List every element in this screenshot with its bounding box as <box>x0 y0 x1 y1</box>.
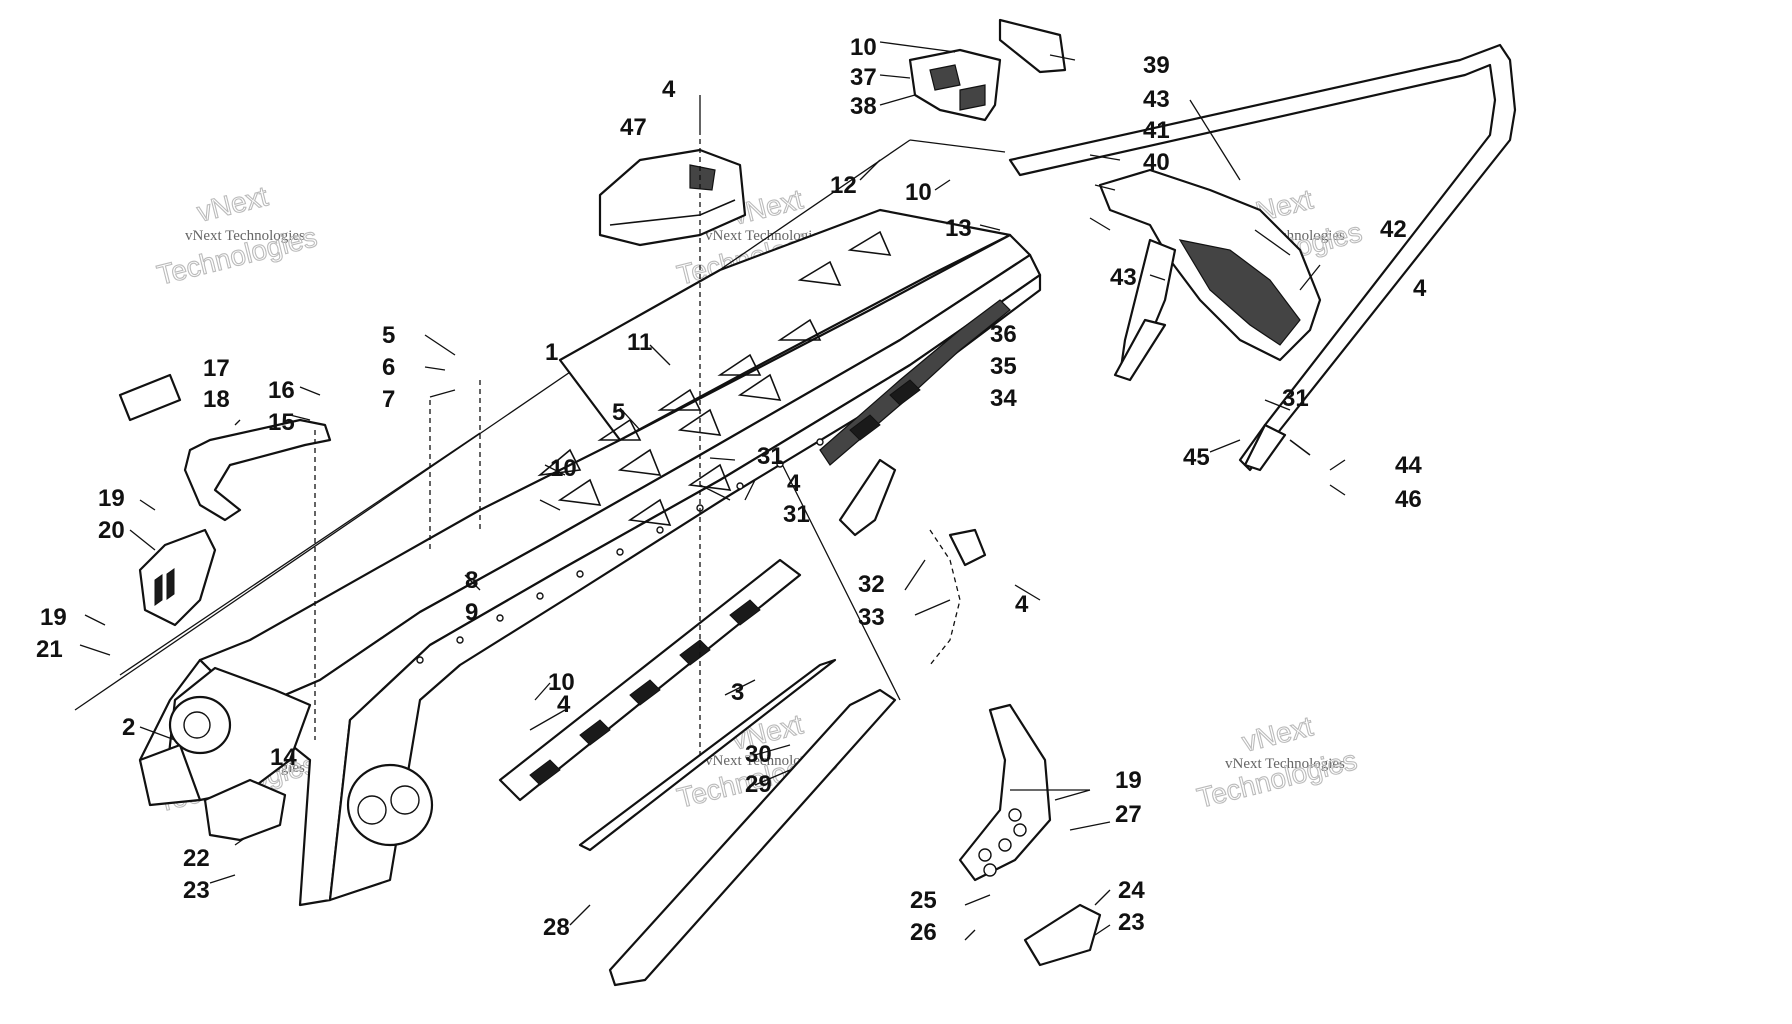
grab-handles <box>203 778 1102 967</box>
callout-9: 9 <box>465 599 478 626</box>
svg-text:vNext: vNext <box>194 180 271 227</box>
callout-labels: 1 2 3 4 4 4 4 4 4 5 5 6 7 8 9 10 10 10 1… <box>36 34 1427 946</box>
callout-31c: 31 <box>1282 385 1309 412</box>
callout-27: 27 <box>1115 801 1142 828</box>
callout-18: 18 <box>203 386 230 413</box>
callout-14: 14 <box>270 744 297 771</box>
callout-10d: 10 <box>548 669 575 696</box>
callout-46: 46 <box>1395 486 1422 513</box>
callout-11: 11 <box>627 329 652 356</box>
callout-23a: 23 <box>183 877 210 904</box>
callout-15: 15 <box>268 409 295 436</box>
watermark-bottom-right: vNext vNext Technologies Technologies <box>1193 710 1360 815</box>
callout-25: 25 <box>910 887 937 914</box>
tunnel-assembly <box>138 208 1042 907</box>
footrest-bracket <box>118 373 332 627</box>
callout-5a: 5 <box>382 322 395 349</box>
callout-31b: 31 <box>783 501 810 528</box>
callout-42: 42 <box>1380 216 1407 243</box>
callout-39: 39 <box>1143 52 1170 79</box>
lower-shield <box>958 703 1052 882</box>
callout-34: 34 <box>990 385 1017 412</box>
rear-bracket <box>908 18 1067 122</box>
callout-21: 21 <box>36 636 63 663</box>
callout-24: 24 <box>1118 877 1145 904</box>
callout-36: 36 <box>990 321 1017 348</box>
svg-text:vNext: vNext <box>1239 710 1316 757</box>
callout-41: 41 <box>1143 117 1170 144</box>
callout-43b: 43 <box>1110 264 1137 291</box>
callout-8: 8 <box>465 567 478 594</box>
callout-33: 33 <box>858 604 885 631</box>
callout-19a: 19 <box>98 485 125 512</box>
callout-4e: 4 <box>1413 275 1427 302</box>
callout-4a: 4 <box>662 76 676 103</box>
callout-35: 35 <box>990 353 1017 380</box>
callout-7: 7 <box>382 386 395 413</box>
callout-4d: 4 <box>1015 591 1029 618</box>
reference-lines <box>74 139 1006 711</box>
svg-text:vNext Technologies: vNext Technologies <box>185 228 305 244</box>
callout-10b: 10 <box>905 179 932 206</box>
callout-19c: 19 <box>1115 767 1142 794</box>
callout-23b: 23 <box>1118 909 1145 936</box>
snow-flap <box>1098 168 1322 382</box>
callout-10c: 10 <box>550 455 577 482</box>
callout-3: 3 <box>731 679 744 706</box>
callout-31a: 31 <box>757 443 784 470</box>
callout-1: 1 <box>545 339 558 366</box>
callout-2: 2 <box>122 714 135 741</box>
callout-22: 22 <box>183 845 210 872</box>
callout-4b: 4 <box>787 470 801 497</box>
callout-26: 26 <box>910 919 937 946</box>
callout-43a: 43 <box>1143 86 1170 113</box>
callout-16: 16 <box>268 377 295 404</box>
callout-28: 28 <box>543 914 570 941</box>
callout-44: 44 <box>1395 452 1422 479</box>
callout-32: 32 <box>858 571 885 598</box>
axle-rods <box>578 658 897 987</box>
svg-text:vNext Technologies: vNext Technologies <box>1225 756 1345 772</box>
callout-13: 13 <box>945 215 972 242</box>
callout-38: 38 <box>850 93 877 120</box>
callout-45: 45 <box>1183 444 1210 471</box>
callout-10a: 10 <box>850 34 877 61</box>
rear-bumper <box>1008 43 1517 472</box>
callout-19b: 19 <box>40 604 67 631</box>
callout-47: 47 <box>620 114 647 141</box>
svg-text:Technologies: Technologies <box>1194 744 1360 814</box>
callout-12: 12 <box>830 172 857 199</box>
callout-30: 30 <box>745 741 772 768</box>
strap <box>838 458 987 666</box>
watermark-left: vNext vNext Technologies Technologies <box>153 180 320 292</box>
callout-4c: 4 <box>557 691 571 718</box>
callout-29: 29 <box>745 771 772 798</box>
callout-6: 6 <box>382 354 395 381</box>
svg-text:vNext Technologies: vNext Technologies <box>705 228 825 244</box>
callout-5b: 5 <box>612 399 625 426</box>
callout-17: 17 <box>203 355 230 382</box>
callout-40: 40 <box>1143 149 1170 176</box>
callout-20: 20 <box>98 517 125 544</box>
leader-lines <box>79 41 1346 941</box>
callout-37: 37 <box>850 64 877 91</box>
